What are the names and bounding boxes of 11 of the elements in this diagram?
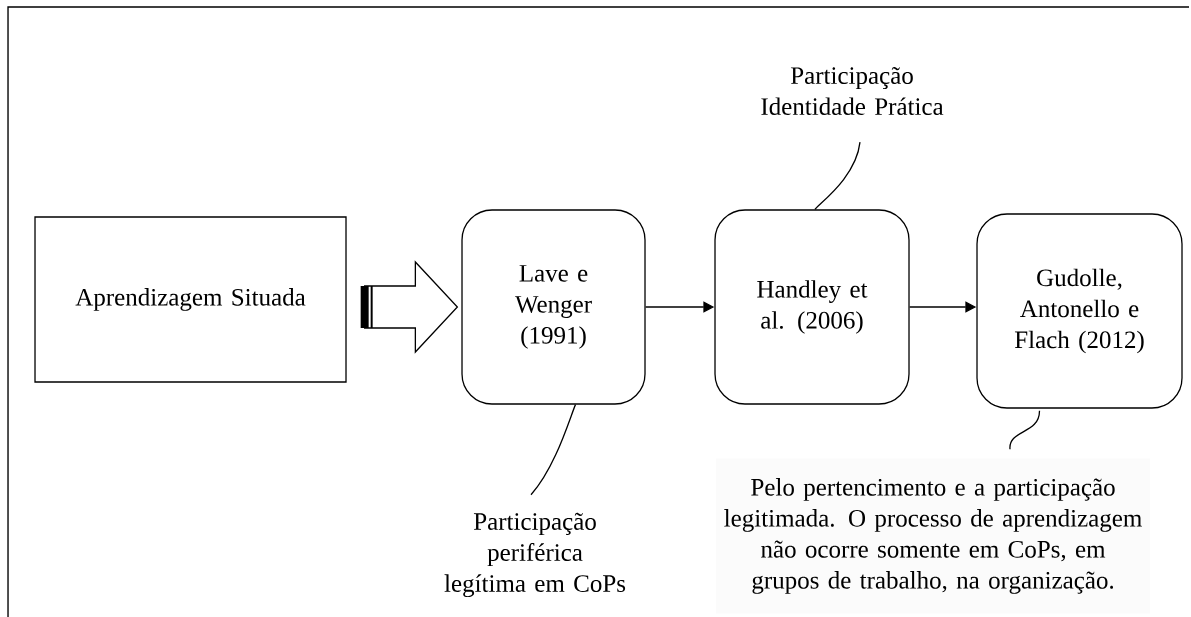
leader-line [814, 141, 861, 210]
concept-box: Aprendizagem Situada [34, 216, 347, 383]
author-box: Handley et al. (2006) [714, 209, 910, 405]
block-arrow [360, 260, 459, 354]
note-box: Pelo pertencimento e a participação legitimada. O processo de aprendizagem não ocorre somente em CoPs, em grupos de trabalho, na organização. [716, 458, 1150, 614]
leader-line [1009, 410, 1041, 450]
leader-line [530, 404, 577, 496]
author-box: Lave e Wenger (1991) [461, 209, 646, 405]
note-text: Participação periférica legítima em CoPs [444, 512, 626, 598]
note-text: Participação Identidade Prática [761, 66, 944, 116]
author-box: Gudolle, Antonello e Flach (2012) [976, 213, 1183, 409]
